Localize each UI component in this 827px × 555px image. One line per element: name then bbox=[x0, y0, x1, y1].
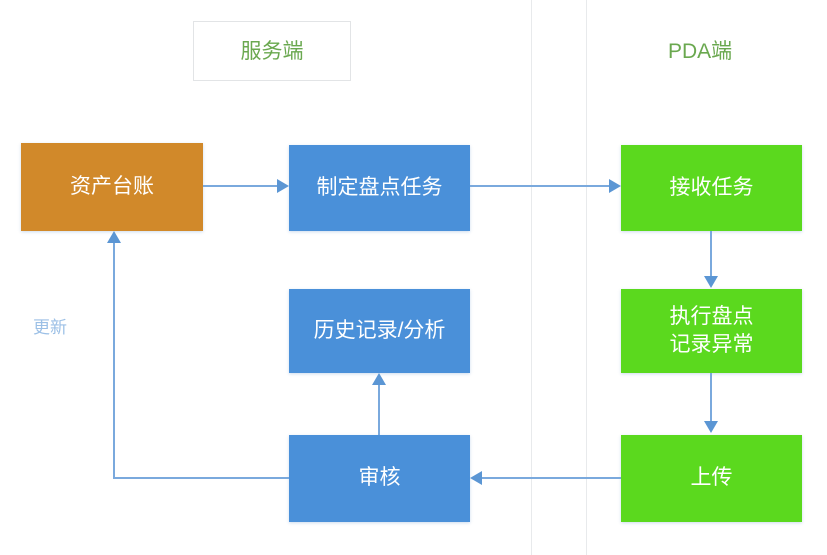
edge-asset-ledger-to-create-task-line bbox=[203, 185, 279, 187]
node-execute-count-line-2: 记录异常 bbox=[669, 333, 754, 356]
edge-create-task-to-receive-task-line bbox=[470, 185, 611, 187]
edge-review-to-asset-ledger-vertical bbox=[113, 243, 115, 479]
edge-review-to-history-arrowhead bbox=[372, 373, 386, 385]
node-history-analysis[interactable]: 历史记录/分析 bbox=[289, 289, 470, 373]
edge-upload-to-review-line bbox=[482, 477, 621, 479]
lane-header-pda: PDA端 bbox=[668, 40, 733, 63]
node-asset-ledger[interactable]: 资产台账 bbox=[21, 143, 203, 231]
node-execute-count[interactable]: 执行盘点 记录异常 bbox=[621, 289, 802, 373]
edge-receive-task-to-execute-count-arrowhead bbox=[704, 276, 718, 288]
node-upload[interactable]: 上传 bbox=[621, 435, 802, 522]
node-create-task[interactable]: 制定盘点任务 bbox=[289, 145, 470, 231]
edge-review-to-asset-ledger-horizontal bbox=[113, 477, 289, 479]
node-execute-count-line-1: 执行盘点 bbox=[669, 304, 754, 328]
edge-label-update: 更新 bbox=[33, 318, 67, 337]
edge-execute-count-to-upload-line bbox=[710, 373, 712, 423]
lane-separator-right bbox=[586, 0, 587, 555]
lane-header-server: 服务端 bbox=[193, 21, 351, 81]
lane-separator-left bbox=[531, 0, 532, 555]
edge-create-task-to-receive-task-arrowhead bbox=[609, 179, 621, 193]
edge-asset-ledger-to-create-task-arrowhead bbox=[277, 179, 289, 193]
edge-review-to-history-line bbox=[378, 385, 380, 435]
edge-upload-to-review-arrowhead bbox=[470, 471, 482, 485]
node-receive-task[interactable]: 接收任务 bbox=[621, 145, 802, 231]
node-review[interactable]: 审核 bbox=[289, 435, 470, 522]
edge-execute-count-to-upload-arrowhead bbox=[704, 421, 718, 433]
edge-review-to-asset-ledger-arrowhead bbox=[107, 231, 121, 243]
edge-receive-task-to-execute-count-line bbox=[710, 231, 712, 278]
